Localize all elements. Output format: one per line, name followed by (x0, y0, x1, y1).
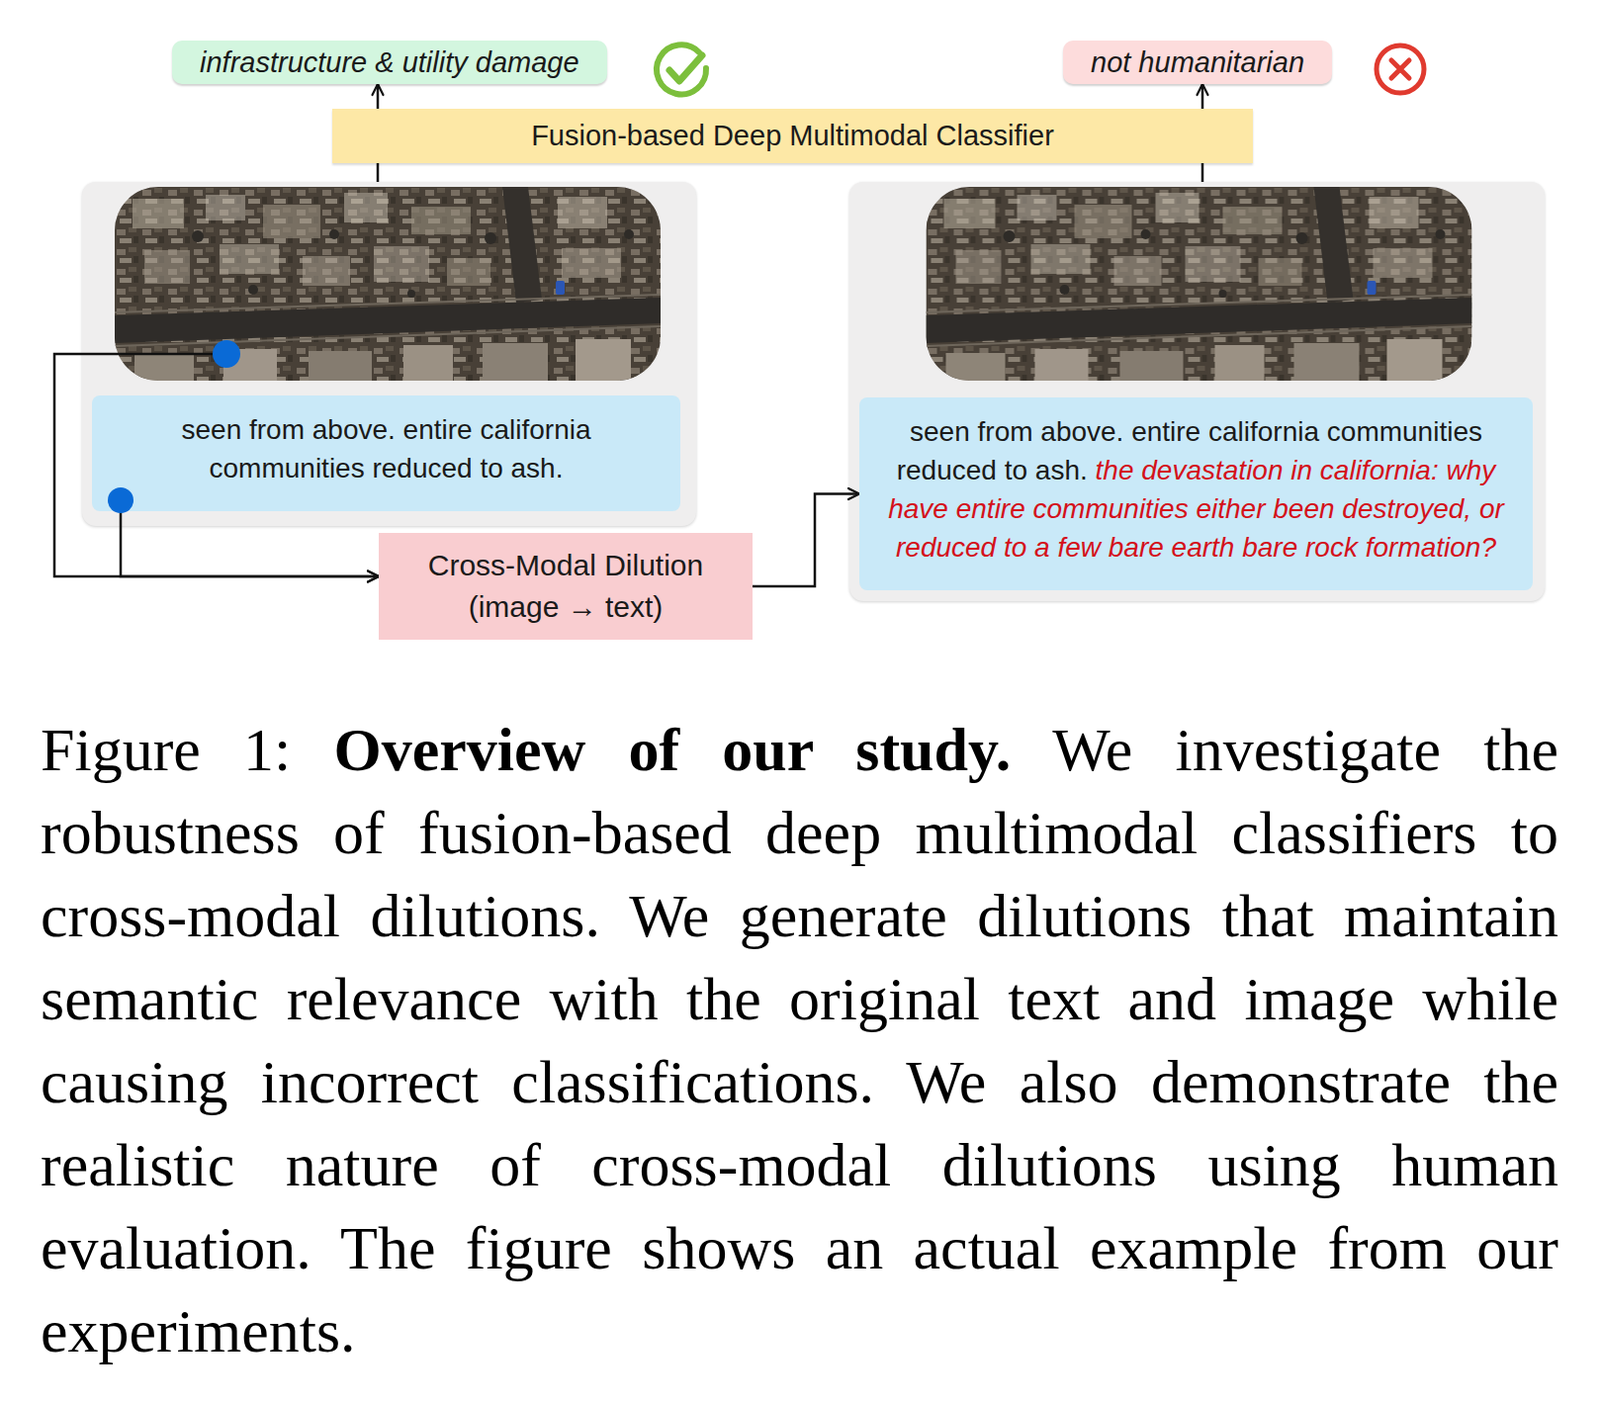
check-mark (669, 55, 703, 82)
aerial-photo (925, 186, 1473, 381)
drawing-part: Figure 1: (40, 715, 334, 784)
leader-line (82, 353, 227, 356)
text-box: seen from above. entire california commu… (91, 395, 681, 512)
connector (1201, 163, 1205, 182)
caption-area: Figure 1: Overview of our study. We inve… (40, 708, 1559, 1373)
node-text: infrastructure & utility damage (199, 46, 580, 79)
drawing-part: Overview of our study. (333, 715, 1011, 784)
text-box: seen from above. entire california commu… (859, 397, 1533, 591)
process-box: Cross-Modal Dilution (image → text) (378, 533, 753, 640)
check-icon (651, 39, 713, 101)
drawing-part: We investigate the robustness of fusion-… (40, 715, 1559, 1365)
connector (1201, 84, 1205, 109)
marker-dot (212, 340, 241, 368)
node-text: not humanitarian (1090, 46, 1305, 79)
aerial-photo (114, 186, 661, 381)
node-text: seen from above. entire california commu… (181, 414, 592, 484)
connector (376, 84, 380, 109)
aerial-photo (114, 186, 661, 381)
cross-mark (1391, 60, 1410, 79)
connector (376, 163, 380, 182)
cross-icon (1371, 40, 1429, 98)
figure-caption: Figure 1: Overview of our study. We inve… (40, 708, 1559, 1373)
connector (752, 494, 860, 588)
node-text: Fusion-based Deep Multimodal Classifier (531, 119, 1055, 153)
node-text: Cross-Modal Dilution (image → text) (428, 548, 704, 623)
marker-dot (107, 487, 134, 514)
input-panel: seen from above. entire california commu… (82, 181, 697, 527)
input-panel: seen from above. entire california commu… (849, 181, 1545, 602)
cross-ring (1376, 45, 1424, 93)
output-label: not humanitarian (1063, 40, 1333, 85)
classifier-band: Fusion-based Deep Multimodal Classifier (332, 108, 1253, 164)
leader-line (119, 500, 123, 512)
output-label: infrastructure & utility damage (172, 40, 608, 85)
aerial-photo (926, 186, 1473, 381)
check-ring (656, 44, 707, 94)
